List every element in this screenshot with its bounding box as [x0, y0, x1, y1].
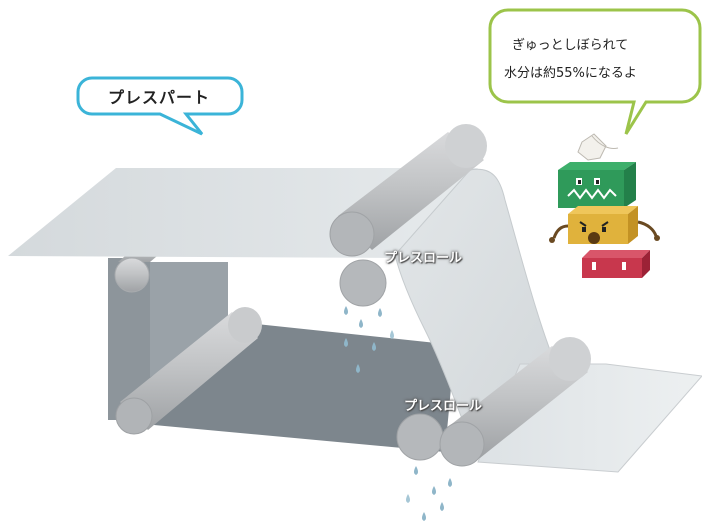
mascot-speech-line-2: 水分は約55%になるよ — [504, 66, 637, 81]
press-roll-lower-nip — [396, 413, 444, 461]
press-roll-label-upper: プレスロール — [384, 251, 463, 266]
mascot-character — [549, 133, 660, 278]
felt-roll-bottom-left — [115, 307, 262, 435]
water-drops-lower — [406, 466, 452, 521]
press-roll-label-lower: プレスロール — [404, 399, 483, 414]
press-roll-lower — [439, 337, 591, 467]
mascot-speech-line-1: ぎゅっとしぼられて — [512, 38, 629, 53]
water-drops-upper — [344, 306, 394, 373]
mascot-speech-bubble — [488, 8, 702, 135]
press-roll-upper — [329, 124, 487, 257]
press-roll-upper-nip — [339, 259, 387, 307]
press-part-label-bubble — [76, 76, 244, 136]
press-part-label: プレスパート — [107, 88, 210, 107]
